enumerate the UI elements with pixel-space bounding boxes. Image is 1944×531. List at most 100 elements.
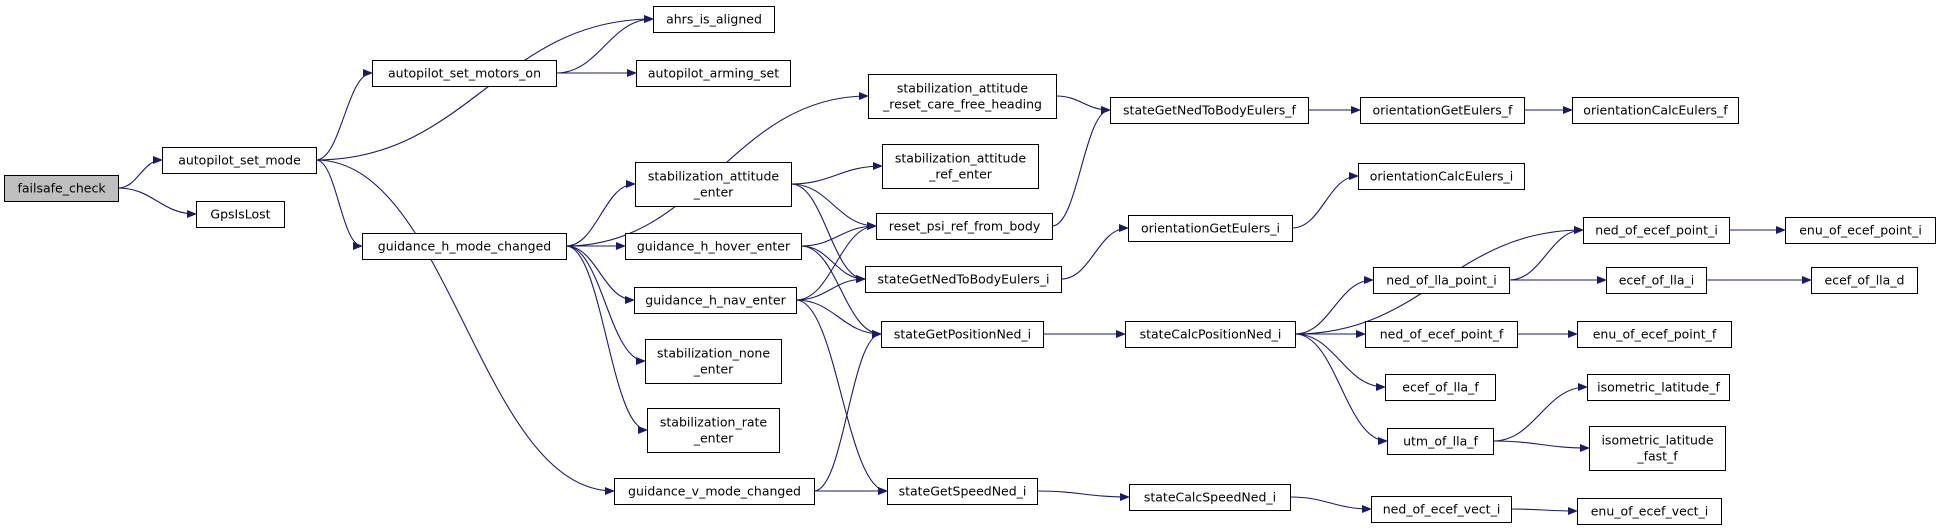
node-label: enu_of_ecef_point_f <box>1593 326 1717 341</box>
node-box <box>1385 374 1496 401</box>
node-label: enu_of_ecef_point_i <box>1799 222 1922 237</box>
node-box <box>1587 374 1730 401</box>
nodes-layer: failsafe_check autopilot_set_modeGpsIsLos… <box>4 6 1936 525</box>
node-failsafe-check[interactable]: failsafe_check <box>4 175 119 202</box>
node-label: enu_of_ecef_vect_i <box>1591 503 1709 518</box>
node-orientationgeteulers-f[interactable]: orientationGetEulers_f <box>1360 97 1525 124</box>
node-stabilization-attitude-enter[interactable]: stabilization_attitude_enter <box>635 162 792 207</box>
node-label: orientationCalcEulers_i <box>1370 168 1513 183</box>
node-reset-psi-ref-from-body[interactable]: reset_psi_ref_from_body <box>876 213 1053 240</box>
edge-failsafe-check-to-gpsislost <box>117 187 197 218</box>
node-label: guidance_v_mode_changed <box>628 483 801 498</box>
node-label: ned_of_ecef_vect_i <box>1383 501 1501 516</box>
node-label: ecef_of_lla_i <box>1619 272 1695 287</box>
node-box <box>162 147 317 174</box>
node-label: guidance_h_hover_enter <box>637 238 791 253</box>
node-box <box>647 408 780 453</box>
node-box <box>634 287 797 314</box>
node-ecef-of-lla-d[interactable]: ecef_of_lla_d <box>1811 267 1918 294</box>
node-stategetpositionned-i[interactable]: stateGetPositionNed_i <box>881 321 1044 348</box>
node-box <box>614 478 815 505</box>
node-label: stateCalcPositionNed_i <box>1140 326 1282 341</box>
node-label: orientationGetEulers_f <box>1373 102 1514 117</box>
node-label: stateGetNedToBodyEulers_i <box>878 271 1050 286</box>
edge-guidance-h-nav-enter-to-reset-psi-ref-from-body <box>795 222 877 301</box>
node-stabilization-attitude-reset-care-free-heading[interactable]: stabilization_attitude_reset_care_free_h… <box>868 74 1057 119</box>
node-gpsislost[interactable]: GpsIsLost <box>196 201 285 228</box>
node-stabilization-none-enter[interactable]: stabilization_none_enter <box>645 339 782 384</box>
node-label: GpsIsLost <box>210 206 270 221</box>
node-box <box>4 175 119 202</box>
edge-guidance-h-nav-enter-to-stategetpositionned-i <box>795 299 882 338</box>
node-label: _fast_f <box>1636 448 1678 463</box>
node-statecalcspeedned-i[interactable]: stateCalcSpeedNed_i <box>1129 484 1291 511</box>
node-enu-of-ecef-point-f[interactable]: enu_of_ecef_point_f <box>1577 321 1732 348</box>
node-box <box>1371 496 1512 523</box>
node-label: ahrs_is_aligned <box>666 11 762 26</box>
edge-guidance-h-nav-enter-to-stategetspeedned-i <box>795 299 888 495</box>
node-label: autopilot_set_motors_on <box>388 65 541 80</box>
node-box <box>372 60 557 87</box>
node-label: guidance_h_nav_enter <box>645 292 786 307</box>
node-ahrs-is-aligned[interactable]: ahrs_is_aligned <box>653 6 775 33</box>
node-utm-of-lla-f[interactable]: utm_of_lla_f <box>1387 428 1494 455</box>
node-box <box>868 74 1057 119</box>
edge-guidance-h-mode-changed-to-stabilization-attitude-enter <box>565 180 636 247</box>
node-box <box>653 6 775 33</box>
node-enu-of-ecef-vect-i[interactable]: enu_of_ecef_vect_i <box>1577 498 1722 525</box>
node-label: ecef_of_lla_f <box>1402 379 1479 394</box>
node-orientationcalceulers-f[interactable]: orientationCalcEulers_f <box>1572 97 1739 124</box>
node-box <box>1387 428 1494 455</box>
edges-layer <box>117 15 1812 515</box>
node-box <box>876 213 1053 240</box>
node-ned-of-lla-point-i[interactable]: ned_of_lla_point_i <box>1373 267 1510 294</box>
node-autopilot-set-motors-on[interactable]: autopilot_set_motors_on <box>372 60 557 87</box>
edge-orientationgeteulers-i-to-orientationcalceulers-i <box>1291 172 1359 229</box>
node-ecef-of-lla-f[interactable]: ecef_of_lla_f <box>1385 374 1496 401</box>
node-label: isometric_latitude_f <box>1597 379 1720 394</box>
node-stabilization-attitude-ref-enter[interactable]: stabilization_attitude_ref_enter <box>882 144 1039 189</box>
node-label: _reset_care_free_heading <box>882 96 1042 111</box>
node-isometric-latitude-f[interactable]: isometric_latitude_f <box>1587 374 1730 401</box>
node-isometric-latitude-fast-f[interactable]: isometric_latitude_fast_f <box>1589 426 1726 471</box>
edge-guidance-h-hover-enter-to-reset-psi-ref-from-body <box>800 222 877 247</box>
node-orientationcalceulers-i[interactable]: orientationCalcEulers_i <box>1358 163 1525 190</box>
node-autopilot-arming-set[interactable]: autopilot_arming_set <box>636 60 791 87</box>
edge-statecalcpositionned-i-to-ned-of-lla-point-i <box>1294 276 1374 335</box>
node-ecef-of-lla-i[interactable]: ecef_of_lla_i <box>1606 267 1707 294</box>
node-stabilization-rate-enter[interactable]: stabilization_rate_enter <box>647 408 780 453</box>
node-statecalcpositionned-i[interactable]: stateCalcPositionNed_i <box>1125 321 1296 348</box>
node-box <box>1606 267 1707 294</box>
node-box <box>865 266 1062 293</box>
edge-stabilization-attitude-enter-to-stategetnedtobodyeulers-i <box>790 183 866 283</box>
node-stategetnedtobodyeulers-i[interactable]: stateGetNedToBodyEulers_i <box>865 266 1062 293</box>
edge-ned-of-ecef-vect-i-to-enu-of-ecef-vect-i <box>1510 506 1578 515</box>
node-guidance-v-mode-changed[interactable]: guidance_v_mode_changed <box>614 478 815 505</box>
node-guidance-h-hover-enter[interactable]: guidance_h_hover_enter <box>625 233 802 260</box>
node-label: _enter <box>693 361 734 376</box>
node-box <box>881 321 1044 348</box>
node-label: stateGetNedToBodyEulers_f <box>1123 102 1297 117</box>
node-box <box>1128 215 1293 242</box>
node-guidance-h-mode-changed[interactable]: guidance_h_mode_changed <box>362 233 567 260</box>
node-label: stateCalcSpeedNed_i <box>1144 489 1276 504</box>
node-orientationgeteulers-i[interactable]: orientationGetEulers_i <box>1128 215 1293 242</box>
node-enu-of-ecef-point-i[interactable]: enu_of_ecef_point_i <box>1785 217 1936 244</box>
node-label: _enter <box>693 184 734 199</box>
node-ned-of-ecef-vect-i[interactable]: ned_of_ecef_vect_i <box>1371 496 1512 523</box>
node-stategetnedtobodyeulers-f[interactable]: stateGetNedToBodyEulers_f <box>1110 97 1309 124</box>
edge-reset-psi-ref-from-body-to-stategetnedtobodyeulers-f <box>1051 106 1111 227</box>
node-autopilot-set-mode[interactable]: autopilot_set_mode <box>162 147 317 174</box>
node-ned-of-ecef-point-i[interactable]: ned_of_ecef_point_i <box>1583 217 1730 244</box>
node-stategetspeedned-i[interactable]: stateGetSpeedNed_i <box>887 478 1038 505</box>
node-guidance-h-nav-enter[interactable]: guidance_h_nav_enter <box>634 287 797 314</box>
edge-statecalcpositionned-i-to-ecef-of-lla-f <box>1294 333 1386 391</box>
node-box <box>1365 321 1518 348</box>
node-box <box>887 478 1038 505</box>
edge-guidance-h-nav-enter-to-stategetnedtobodyeulers-i <box>795 275 866 301</box>
node-ned-of-ecef-point-f[interactable]: ned_of_ecef_point_f <box>1365 321 1518 348</box>
node-label: stabilization_attitude <box>895 150 1027 165</box>
node-label: utm_of_lla_f <box>1403 433 1478 448</box>
node-box <box>1360 97 1525 124</box>
edge-utm-of-lla-f-to-isometric-latitude-fast-f <box>1492 440 1590 452</box>
